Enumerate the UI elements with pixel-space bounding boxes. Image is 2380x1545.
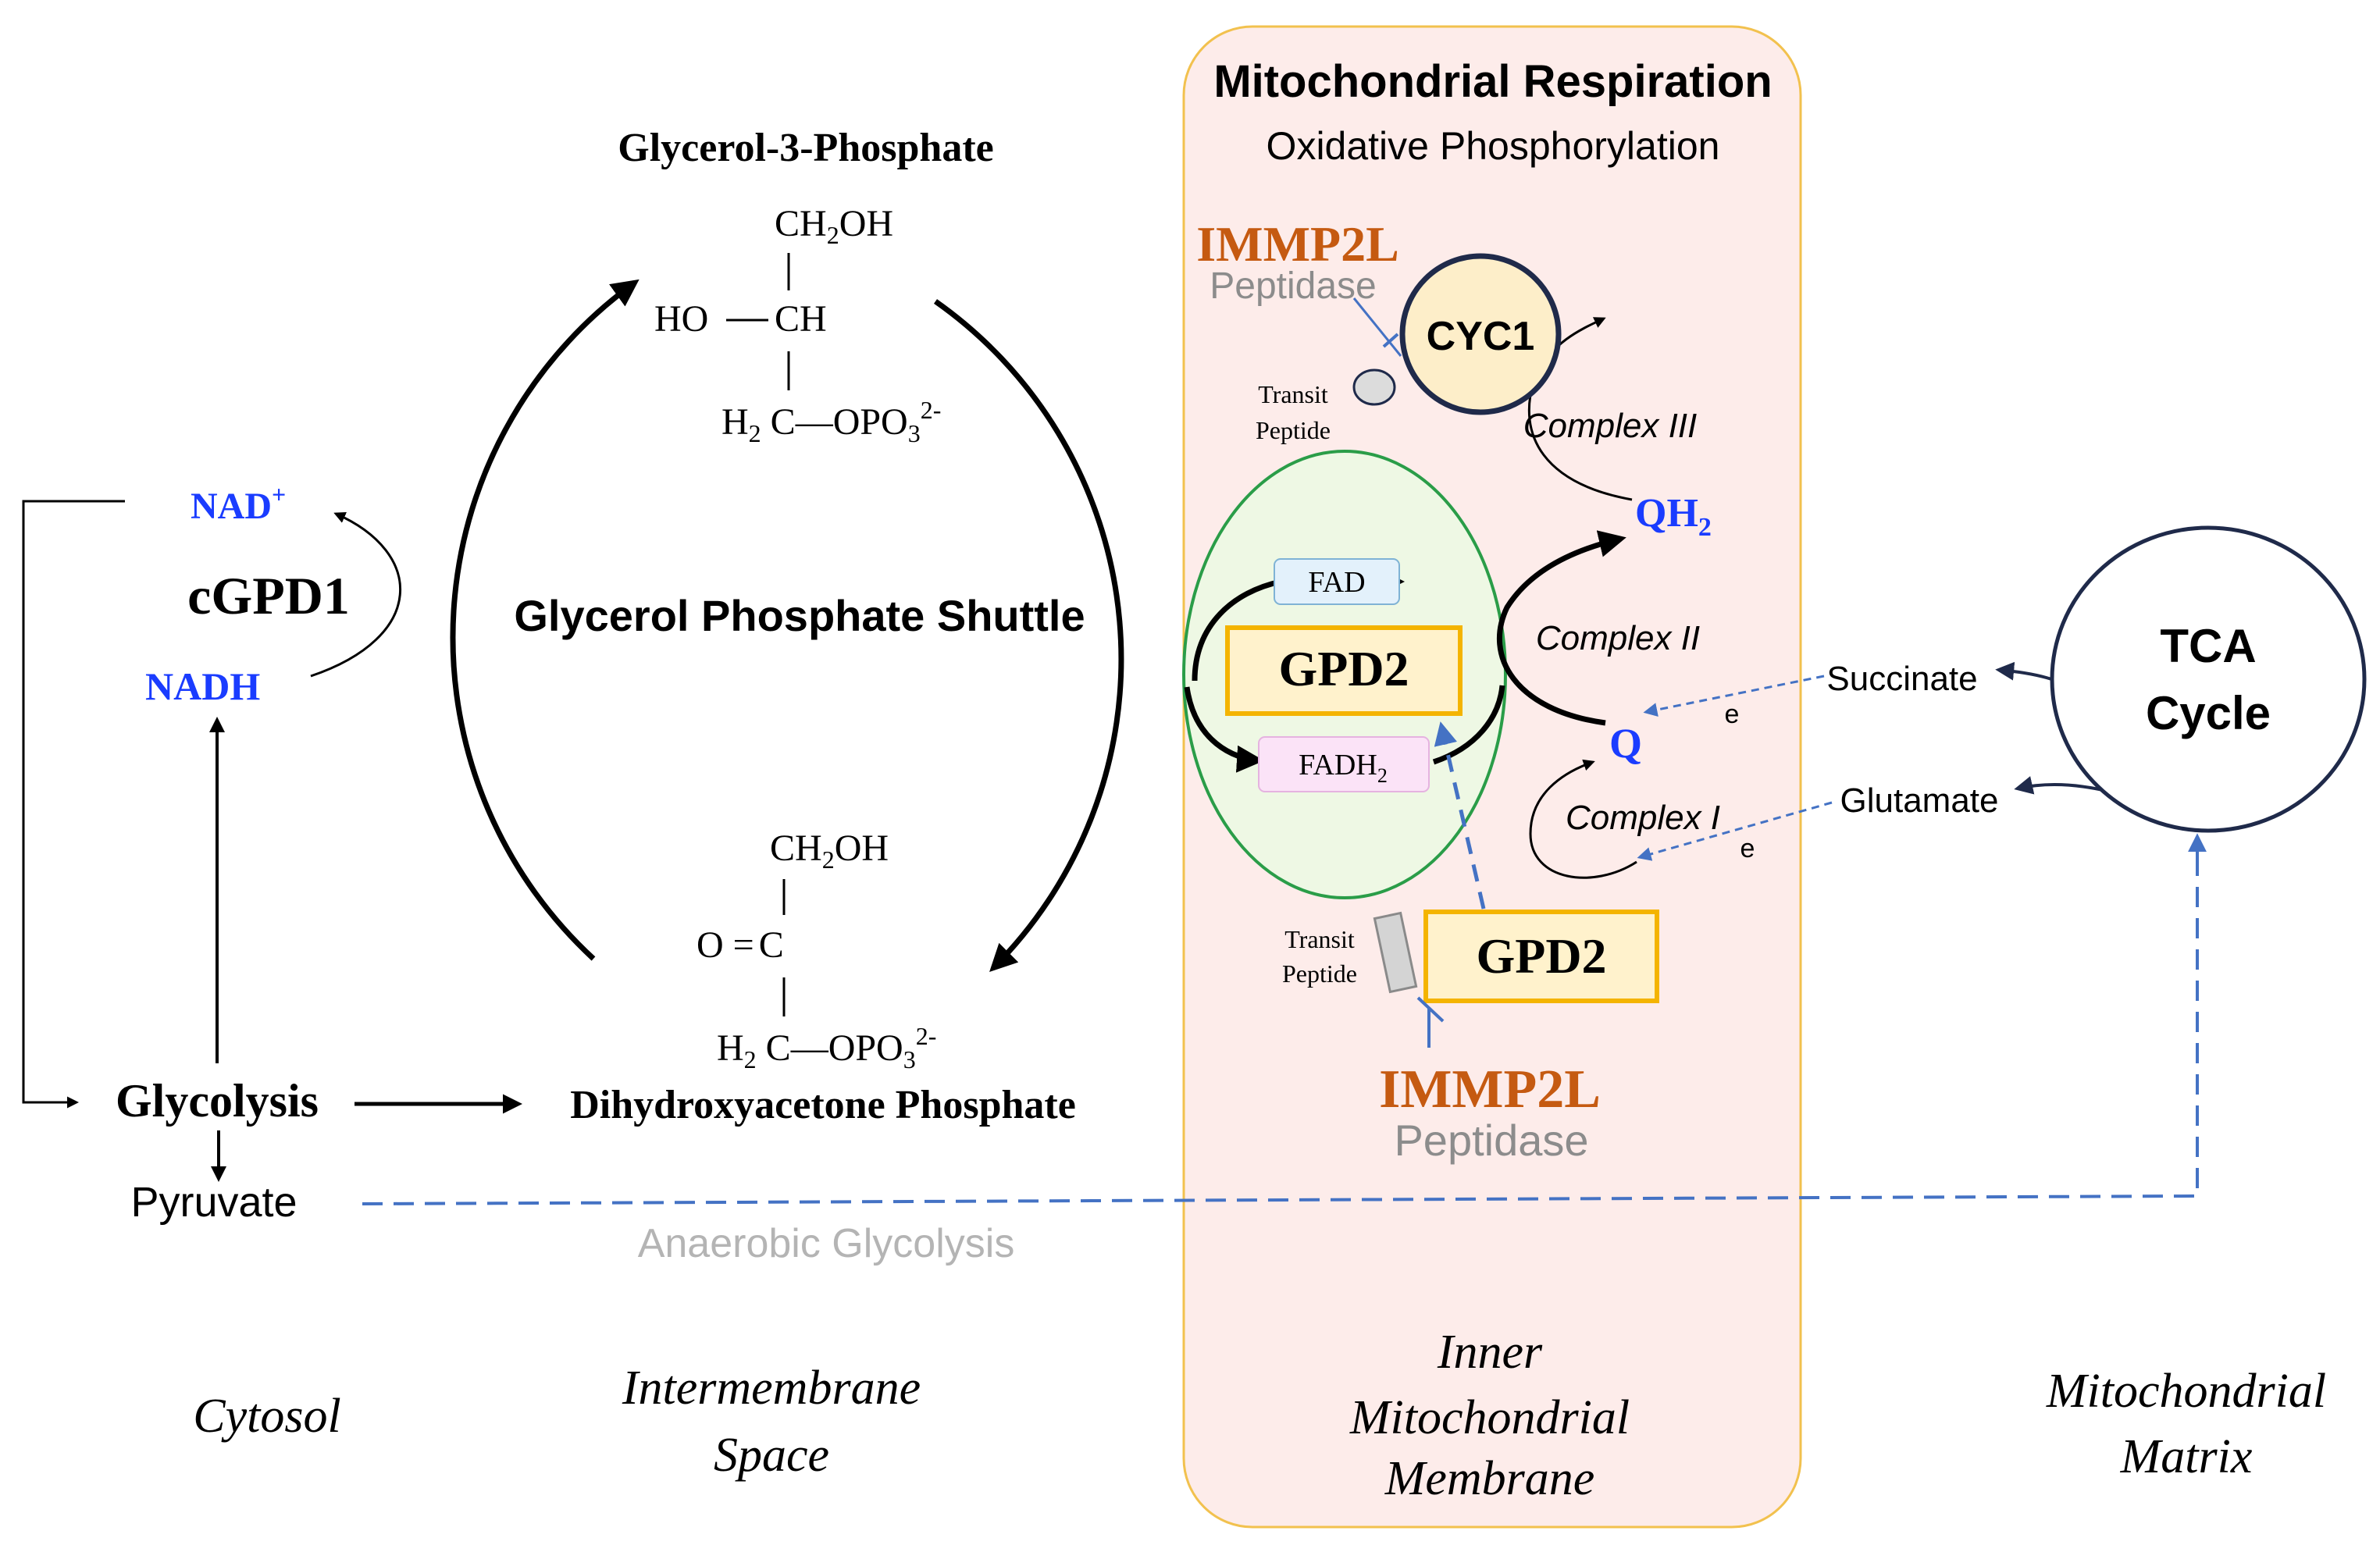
immp2l-top-cleavage-line — [1352, 297, 1402, 357]
gpd2-import-dashed-line — [1434, 721, 1486, 910]
shuttle-arc-left — [450, 279, 640, 961]
succinate-label: Succinate — [1826, 660, 1977, 698]
matrix-label-line2: Matrix — [2120, 1430, 2253, 1483]
transit-bottom-label-2: Peptide — [1282, 959, 1357, 988]
anaerobic-glycolysis-label: Anaerobic Glycolysis — [638, 1221, 1015, 1266]
cyc1-circle — [1399, 253, 1562, 415]
fad-label: FAD — [1308, 566, 1365, 599]
membrane-subtitle: Oxidative Phosphorylation — [1267, 124, 1720, 168]
transit-peptide-top-oval — [1352, 368, 1396, 406]
immp2l-bottom-label: IMMP2L — [1379, 1059, 1601, 1120]
shuttle-arc-right — [933, 299, 1124, 972]
fad-to-fadh2-arc-lower — [1184, 686, 1264, 773]
nad-plus-label: NAD+ — [191, 480, 286, 527]
immp2l-top-cleavage-tick — [1382, 333, 1399, 348]
fadh2-label: FADH2 — [1299, 749, 1388, 787]
peptidase-top-label: Peptidase — [1210, 265, 1377, 307]
dhap-o-group: O=C — [697, 924, 784, 966]
tca-cycle-circle — [2050, 525, 2367, 833]
imm-label-line3: Membrane — [1384, 1452, 1595, 1505]
dhap-title: Dihydroxyacetone Phosphate — [570, 1083, 1076, 1127]
membrane-panel — [1182, 25, 1802, 1529]
imm-label-line1: Inner — [1437, 1326, 1543, 1379]
gpd2-mature-label: GPD2 — [1278, 641, 1409, 696]
fadh2-box — [1258, 736, 1430, 792]
matrix-label-line1: Mitochondrial — [2046, 1365, 2326, 1418]
g3p-center: CH — [775, 298, 827, 340]
nadh-to-nad-arc — [310, 511, 401, 678]
succinate-electron-arrow — [1643, 675, 1825, 717]
ims-label-line2: Space — [714, 1429, 829, 1482]
complex-iii-label: Complex III — [1523, 407, 1698, 445]
tca-label-line2: Cycle — [2146, 687, 2271, 739]
imm-label-line2: Mitochondrial — [1349, 1391, 1630, 1444]
shuttle-label: Glycerol Phosphate Shuttle — [514, 591, 1085, 640]
g3p-title: Glycerol-3-Phosphate — [618, 126, 993, 170]
peptidase-bottom-label: Peptidase — [1394, 1116, 1588, 1165]
complex-ii-arc — [1497, 530, 1626, 726]
fadh2-to-fad-arc-left — [1192, 578, 1281, 682]
immp2l-top-label: IMMP2L — [1196, 216, 1399, 272]
transit-top-label-2: Peptide — [1256, 416, 1331, 444]
q-label: Q — [1609, 720, 1642, 767]
complex-i-label: Complex I — [1566, 799, 1720, 837]
pyruvate-label: Pyruvate — [130, 1179, 297, 1226]
nad-to-glycolysis-line — [22, 500, 125, 1109]
immp2l-bottom-cleavage-tick — [1416, 996, 1445, 1023]
cgpd1-label: cGPD1 — [187, 566, 350, 625]
ims-label-line1: Intermembrane — [622, 1362, 921, 1415]
e-lower-label: e — [1740, 834, 1755, 863]
g3p-ho-group: HO — [654, 298, 708, 340]
glycolysis-label: Glycolysis — [116, 1075, 319, 1127]
transit-bottom-label-1: Transit — [1284, 925, 1355, 953]
transit-peptide-bottom-rect — [1373, 911, 1418, 994]
complex-ii-label: Complex II — [1536, 619, 1700, 657]
nadh-label: NADH — [145, 664, 260, 708]
cytosol-label: Cytosol — [193, 1390, 340, 1443]
pyruvate-to-tca-dashed-line — [362, 837, 2199, 1205]
glutamate-label: Glutamate — [1840, 781, 1999, 820]
dhap-top-group: CH2OH — [770, 828, 889, 874]
transit-top-label-1: Transit — [1258, 380, 1328, 408]
complex-i-arc — [1529, 759, 1637, 879]
glutamate-electron-arrow — [1637, 801, 1833, 861]
gpd2-precursor-label: GPD2 — [1476, 928, 1606, 984]
gpd2-mature-box — [1225, 625, 1463, 716]
membrane-title: Mitochondrial Respiration — [1213, 56, 1772, 107]
g3p-top-group: CH2OH — [775, 203, 893, 249]
e-upper-label: e — [1725, 700, 1740, 729]
tca-label-line1: TCA — [2160, 620, 2256, 672]
fad-box — [1274, 558, 1400, 605]
cyc1-label: CYC1 — [1427, 314, 1535, 359]
qh2-label: QH2 — [1635, 491, 1712, 542]
gpd2-precursor-box — [1423, 910, 1659, 1003]
